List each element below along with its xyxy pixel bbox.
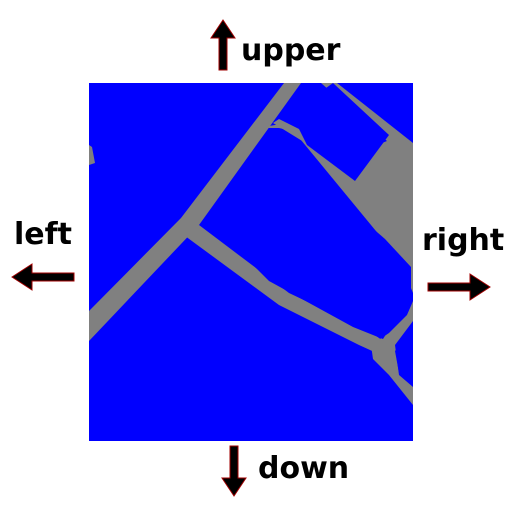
direction-label-down: down	[258, 451, 350, 486]
land-blocks	[209, 83, 411, 385]
direction-label-right: right	[422, 223, 505, 258]
arrow-left-icon	[11, 263, 75, 291]
lower-diagonal-road	[181, 225, 389, 355]
direction-label-upper: upper	[241, 33, 341, 68]
left-edge-stub	[89, 145, 95, 165]
direction-label-left: left	[14, 217, 73, 252]
arrow-right-icon	[427, 273, 491, 301]
arrow-down-icon	[221, 445, 247, 497]
block-top-right	[291, 83, 389, 181]
arrow-up-icon	[210, 19, 236, 71]
map-tile	[89, 83, 413, 441]
main-diagonal-road	[89, 83, 301, 341]
right-grey-region	[351, 145, 413, 269]
block-middle	[209, 139, 411, 339]
junction-road	[371, 301, 413, 405]
block-small-right	[395, 333, 411, 385]
